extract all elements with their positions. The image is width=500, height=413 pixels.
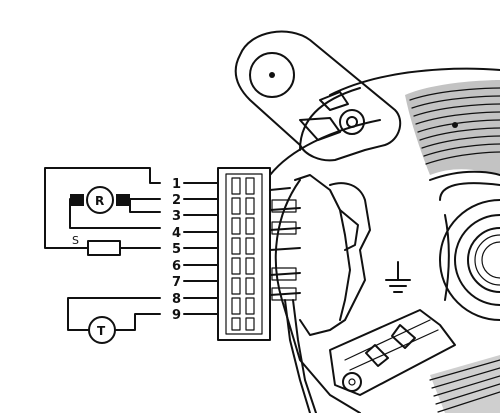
thermal-protector-label: T xyxy=(97,324,106,338)
pin-label-9: 9 xyxy=(172,308,181,323)
wiring-thermal-t xyxy=(67,297,161,331)
terminal-block xyxy=(217,167,317,413)
pin-label-5: 5 xyxy=(172,242,181,257)
motor-housing xyxy=(269,67,500,413)
stator-winding xyxy=(405,80,500,175)
thermal-protector-symbol xyxy=(88,316,116,344)
pin-leaders xyxy=(183,182,219,315)
resistor-s-label: S xyxy=(72,234,79,247)
ground-icon xyxy=(385,261,411,293)
pin-label-2: 2 xyxy=(172,193,181,208)
wiring-loop-pin1-pin5 xyxy=(44,167,161,249)
rotor-end xyxy=(429,170,500,321)
pin-label-1: 1 xyxy=(172,177,181,192)
resistor-s xyxy=(87,240,121,256)
pin-label-7: 7 xyxy=(172,275,181,290)
pin-labels: 1 2 3 4 5 6 7 8 9 xyxy=(172,177,181,323)
lower-bracket xyxy=(329,309,500,413)
pin-label-8: 8 xyxy=(172,292,181,307)
rotor-brush-label: R xyxy=(95,194,104,208)
brush-holder-plate xyxy=(299,182,371,336)
pin-label-6: 6 xyxy=(172,259,181,274)
pin-label-4: 4 xyxy=(172,226,181,241)
mounting-bracket xyxy=(234,30,402,162)
rotor-brush-symbol xyxy=(70,186,130,214)
pin-label-3: 3 xyxy=(172,209,181,224)
